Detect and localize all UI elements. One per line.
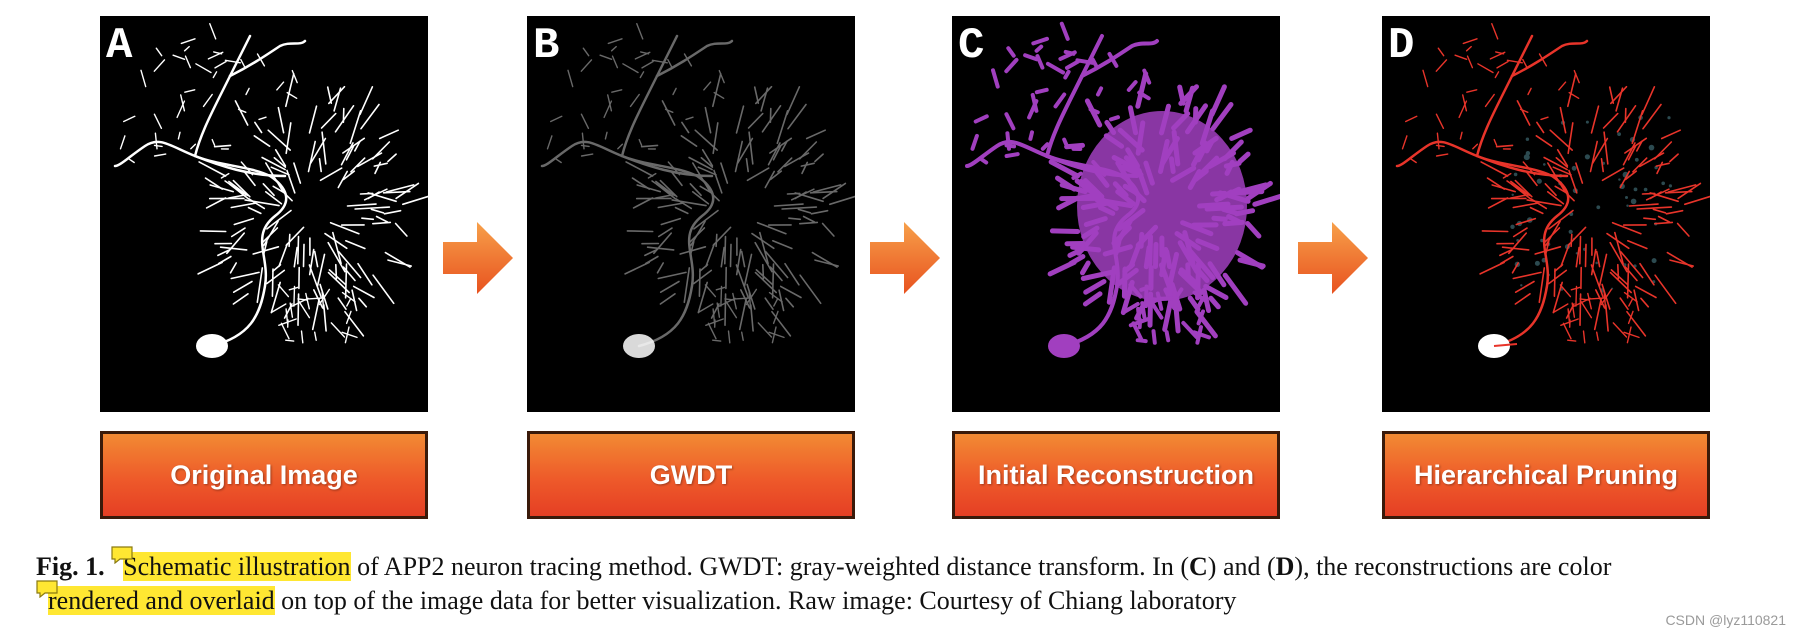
watermark: CSDN @lyz110821 — [1665, 612, 1786, 628]
caption-text-2: ) and ( — [1207, 552, 1276, 581]
comment-note-icon[interactable] — [36, 580, 58, 598]
panel-letter-a: A — [106, 21, 133, 71]
label-initial-reconstruction: Initial Reconstruction — [952, 431, 1280, 519]
arrow-right-icon — [870, 222, 940, 294]
panel-letter-b: B — [533, 21, 560, 71]
neuron-image-gwdt — [540, 22, 855, 358]
panel-hierarchical-pruning: D — [1382, 16, 1710, 412]
caption-text-1: of APP2 neuron tracing method. GWDT: gra… — [350, 552, 1189, 581]
panel-gwdt: B — [527, 16, 855, 412]
figure-caption: Fig. 1. Schematic illustration of APP2 n… — [36, 546, 1786, 618]
caption-bold-d: D — [1275, 552, 1295, 581]
neuron-image-reconstruction — [965, 21, 1280, 358]
panel-original-image: A — [100, 16, 428, 412]
neuron-image-original — [113, 22, 428, 358]
panel-initial-reconstruction: C — [952, 16, 1280, 412]
highlight-schematic-illustration[interactable]: Schematic illustration — [123, 552, 351, 581]
neuron-image-pruning — [1395, 22, 1710, 358]
caption-text-3: ), the reconstructions are color — [1294, 552, 1612, 581]
label-original-image: Original Image — [100, 431, 428, 519]
arrow-right-icon — [1298, 222, 1368, 294]
panel-letter-c: C — [958, 21, 985, 71]
label-gwdt: GWDT — [527, 431, 855, 519]
figure-label: Fig. 1. — [36, 552, 105, 581]
panel-letter-d: D — [1388, 21, 1415, 71]
caption-text-4: on top of the image data for better visu… — [274, 586, 1237, 615]
highlight-rendered-and-overlaid[interactable]: rendered and overlaid — [48, 586, 275, 615]
arrow-right-icon — [443, 222, 513, 294]
caption-bold-c: C — [1189, 552, 1208, 581]
comment-note-icon[interactable] — [111, 546, 133, 564]
label-hierarchical-pruning: Hierarchical Pruning — [1382, 431, 1710, 519]
